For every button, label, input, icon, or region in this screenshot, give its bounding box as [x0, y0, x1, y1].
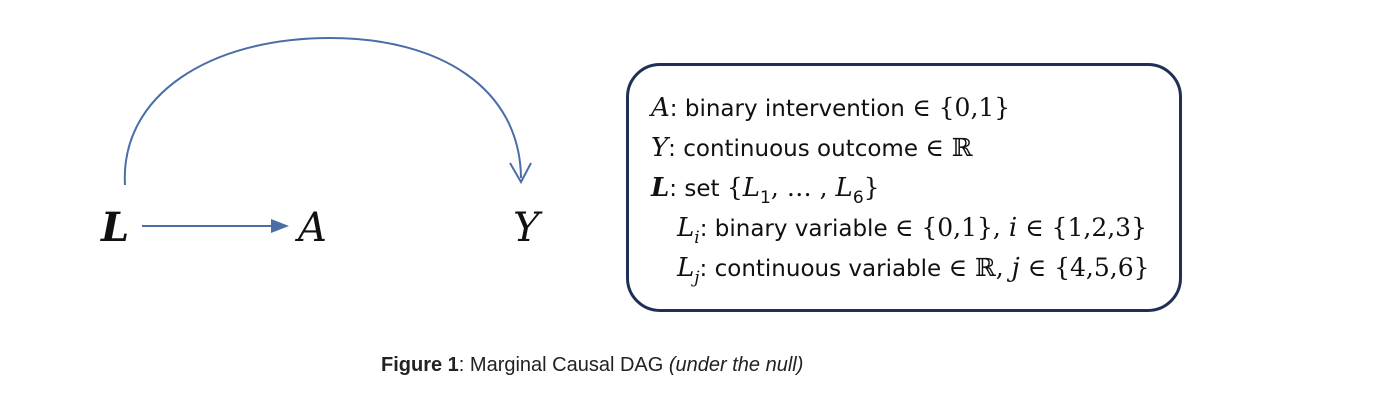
legend-l-description: : set	[669, 176, 727, 202]
legend-lines: A: binary intervention ∈ {0,1} Y: contin…	[651, 88, 1150, 288]
legend-l-close-brace: }	[863, 173, 880, 202]
legend-li-index-set: ∈ {1,2,3}	[1017, 213, 1147, 242]
legend-l-first-symbol: L	[742, 173, 760, 203]
edge-l-to-y-arrowhead	[509, 162, 532, 185]
caption-note: (under the null)	[668, 354, 804, 376]
legend-line-li: Li: binary variable ∈ {0,1}, i ∈ {1,2,3}	[651, 208, 1150, 248]
legend-li-description: : binary variable	[699, 216, 895, 242]
caption-text: : Marginal Causal DAG	[458, 354, 669, 376]
caption-label: Figure 1	[381, 354, 459, 376]
edge-l-to-y	[123, 36, 522, 186]
legend-li-symbol: L	[677, 213, 695, 243]
legend-lj-subscript: j	[694, 268, 700, 288]
legend-l-symbol: L	[651, 173, 670, 203]
node-y: Y	[513, 205, 543, 251]
legend-lj-index: j	[1011, 253, 1020, 283]
legend-line-lj: Lj: continuous variable ∈ ℝ, j ∈ {4,5,6}	[651, 248, 1150, 288]
legend-lj-domain: ∈ ℝ,	[948, 253, 1012, 282]
node-a: A	[294, 205, 327, 251]
legend-l-ellipsis: , … ,	[770, 173, 836, 202]
legend-lj-index-set: ∈ {4,5,6}	[1019, 253, 1150, 282]
legend-line-l: L: set {L1, … , L6}	[651, 168, 1150, 208]
legend-y-description: : continuous outcome	[668, 136, 926, 162]
legend-a-description: : binary intervention	[669, 96, 913, 122]
legend-l-last-subscript: 6	[852, 188, 864, 208]
legend-y-symbol: Y	[651, 133, 669, 163]
figure-caption: Figure 1: Marginal Causal DAG (under the…	[381, 354, 803, 377]
legend-l-last-symbol: L	[835, 173, 853, 203]
node-l: L	[100, 204, 129, 251]
legend-a-domain: ∈ {0,1}	[912, 93, 1011, 122]
legend-l-first-subscript: 1	[759, 188, 771, 208]
legend-a-symbol: A	[651, 93, 670, 123]
legend-line-a: A: binary intervention ∈ {0,1}	[651, 88, 1150, 128]
legend-lj-symbol: L	[677, 253, 695, 283]
variable-legend-box: A: binary intervention ∈ {0,1} Y: contin…	[626, 63, 1182, 312]
legend-l-open-brace: {	[726, 173, 743, 202]
legend-li-index: i	[1008, 213, 1018, 243]
legend-lj-description: : continuous variable	[699, 256, 949, 282]
legend-y-domain: ∈ ℝ	[925, 133, 973, 162]
edge-l-to-a-arrowhead	[271, 219, 289, 233]
legend-line-y: Y: continuous outcome ∈ ℝ	[651, 128, 1150, 168]
legend-li-domain: ∈ {0,1},	[894, 213, 1009, 242]
legend-li-subscript: i	[694, 228, 700, 248]
